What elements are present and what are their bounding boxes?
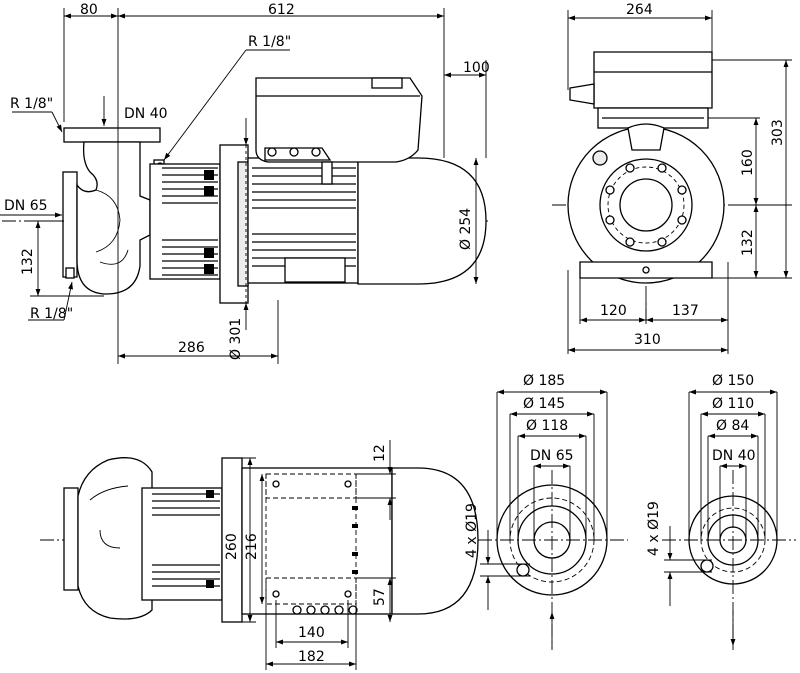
dim-motor-diameter: Ø 254 xyxy=(458,208,474,250)
flange-suction-view: Ø 185 Ø 145 Ø 118 DN 65 4 x Ø19 xyxy=(464,373,628,650)
front-view: 264 160 303 132 120 137 310 xyxy=(552,2,792,354)
flange-suction-holes: 4 x Ø19 xyxy=(464,503,480,558)
dim-lantern-length: 286 xyxy=(178,340,205,356)
fan-cowl xyxy=(357,157,487,285)
dim-foot-inner-height: 216 xyxy=(244,533,260,560)
front-bolts xyxy=(605,163,687,247)
label-discharge-nominal: DN 40 xyxy=(124,106,168,122)
top-lantern-fins xyxy=(152,490,220,588)
drain-plug xyxy=(65,267,75,279)
flange-discharge-raised-face: Ø 84 xyxy=(716,418,749,434)
top-suction-flange xyxy=(63,487,79,591)
flange-discharge-nominal: DN 40 xyxy=(712,448,756,464)
dim-overall-length: 612 xyxy=(268,2,295,18)
top-view: 260 216 12 57 140 182 xyxy=(40,440,480,670)
side-view: 80 612 100 286 Ø 254 Ø 301 132 DN 65 DN … xyxy=(0,2,490,364)
dim-front-total: 303 xyxy=(770,119,786,146)
label-vent-plug-flange: R 1/8" xyxy=(10,96,53,112)
dim-front-base-width: 310 xyxy=(634,332,661,348)
dim-front-upper: 160 xyxy=(740,149,756,176)
label-vent-plug-top: R 1/8" xyxy=(248,34,291,50)
label-drain-plug: R 1/8" xyxy=(30,306,73,322)
label-suction-nominal: DN 65 xyxy=(4,198,48,214)
dim-flange-offset: 80 xyxy=(80,2,98,18)
lantern-bracket xyxy=(149,163,221,280)
dim-slot-width: 12 xyxy=(372,444,388,462)
dim-front-right-offset: 137 xyxy=(672,303,699,319)
top-fan-cowl xyxy=(391,467,479,615)
dim-motor-overhang: 100 xyxy=(463,60,490,76)
top-volute xyxy=(77,457,153,620)
flange-suction-bolt-circle: Ø 145 xyxy=(523,396,565,412)
dim-front-left-offset: 120 xyxy=(600,303,627,319)
dim-foot-inner-length: 140 xyxy=(298,625,325,641)
dim-suction-height: 132 xyxy=(20,248,36,275)
lantern-fins xyxy=(162,167,218,276)
volute-casing xyxy=(76,141,151,295)
top-cable-glands xyxy=(292,605,358,615)
dim-front-lower: 132 xyxy=(740,229,756,256)
flange-suction-raised-face: Ø 118 xyxy=(526,418,568,434)
top-motor-body xyxy=(241,467,393,615)
dim-front-width: 264 xyxy=(626,2,653,18)
dim-lantern-diameter: Ø 301 xyxy=(228,318,244,360)
suction-flange xyxy=(62,171,78,278)
dim-foot-outer-length: 182 xyxy=(298,649,325,665)
front-module xyxy=(593,51,713,109)
dim-foot-outer-height: 260 xyxy=(224,533,240,560)
flange-suction-outer-dia: Ø 185 xyxy=(523,373,565,389)
dim-foot-step: 57 xyxy=(372,588,388,606)
electronic-module xyxy=(255,77,423,163)
flange-discharge-holes: 4 x Ø19 xyxy=(646,501,662,556)
discharge-flange xyxy=(63,127,161,143)
flange-discharge-outer-dia: Ø 150 xyxy=(712,373,754,389)
flange-suction-nominal: DN 65 xyxy=(530,448,574,464)
flange-discharge-view: Ø 150 Ø 110 Ø 84 DN 40 4 x Ø19 xyxy=(646,373,796,650)
flange-discharge-bolt-circle: Ø 110 xyxy=(712,396,754,412)
